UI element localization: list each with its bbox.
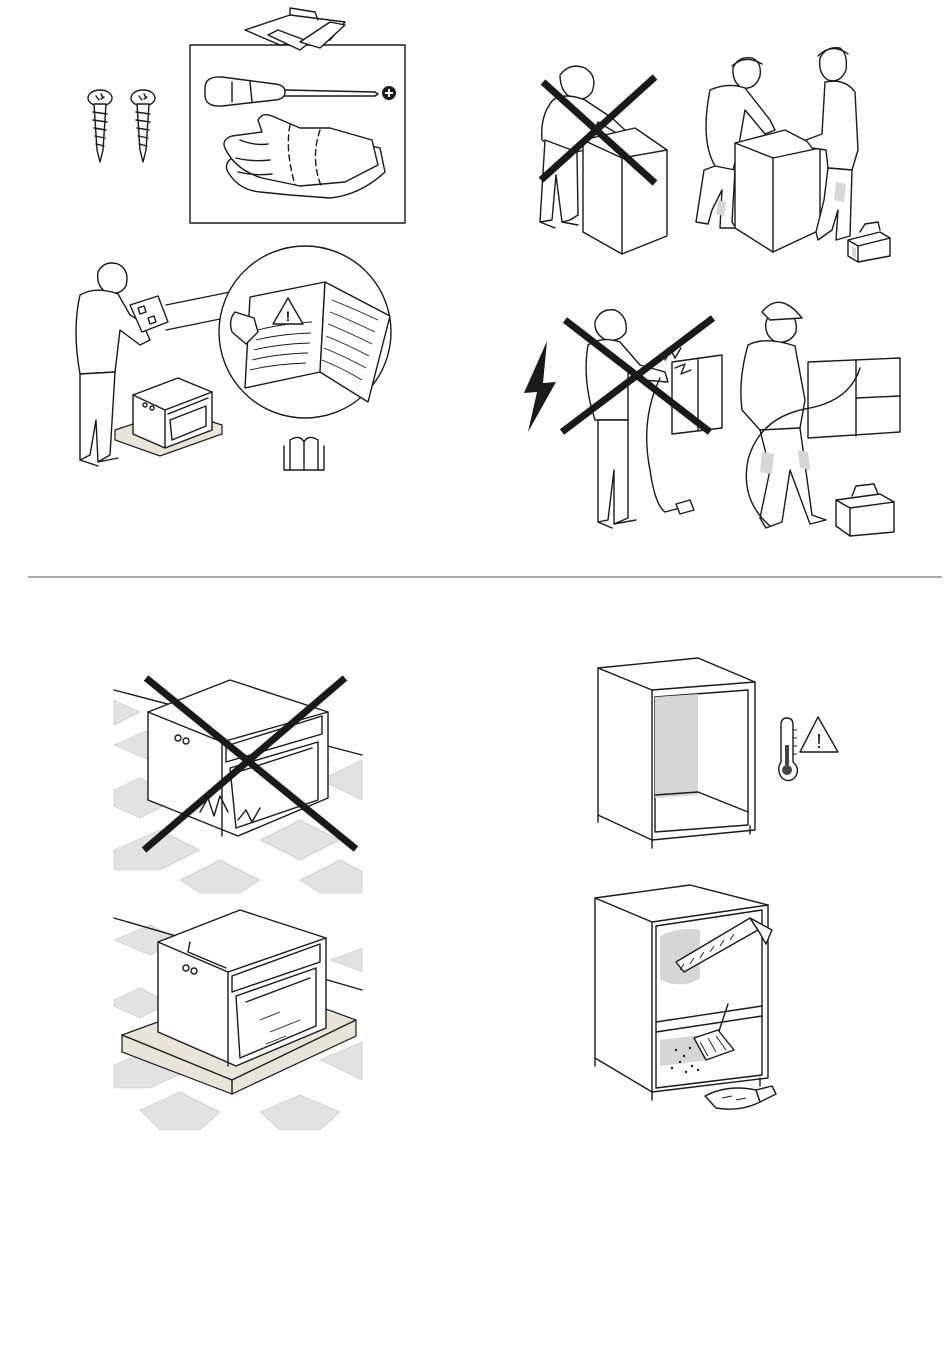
toolbox-icon [836, 484, 894, 536]
screw-icon [131, 90, 155, 162]
toolbox-icon [245, 8, 345, 50]
cabinet-box [583, 128, 667, 254]
screw-icon [88, 90, 112, 162]
screwdriver-icon [205, 77, 378, 106]
cabinet-box [598, 658, 755, 848]
book-icon [284, 437, 324, 470]
lightning-bolt-icon [524, 341, 556, 432]
cabinet-panel: ! [595, 658, 838, 1109]
toolbox-icon [848, 222, 890, 262]
warning-triangle-icon: ! [800, 717, 838, 753]
oven-placement-panel [114, 678, 362, 1130]
warning-glyph: ! [286, 308, 291, 324]
cabinet-box [595, 885, 768, 1100]
lifting-panel [540, 48, 890, 262]
electrical-panel [524, 302, 900, 536]
read-manual-panel: ! [76, 246, 391, 470]
thermometer-icon [779, 718, 798, 781]
oven-icon [115, 378, 222, 456]
wall-cabinet [808, 358, 900, 438]
cabinet-box [735, 130, 820, 252]
warning-glyph: ! [816, 731, 822, 753]
plus-icon [382, 86, 396, 100]
tools-panel [88, 8, 405, 223]
dustpan-icon [705, 1086, 776, 1109]
gloves-icon [224, 115, 385, 198]
